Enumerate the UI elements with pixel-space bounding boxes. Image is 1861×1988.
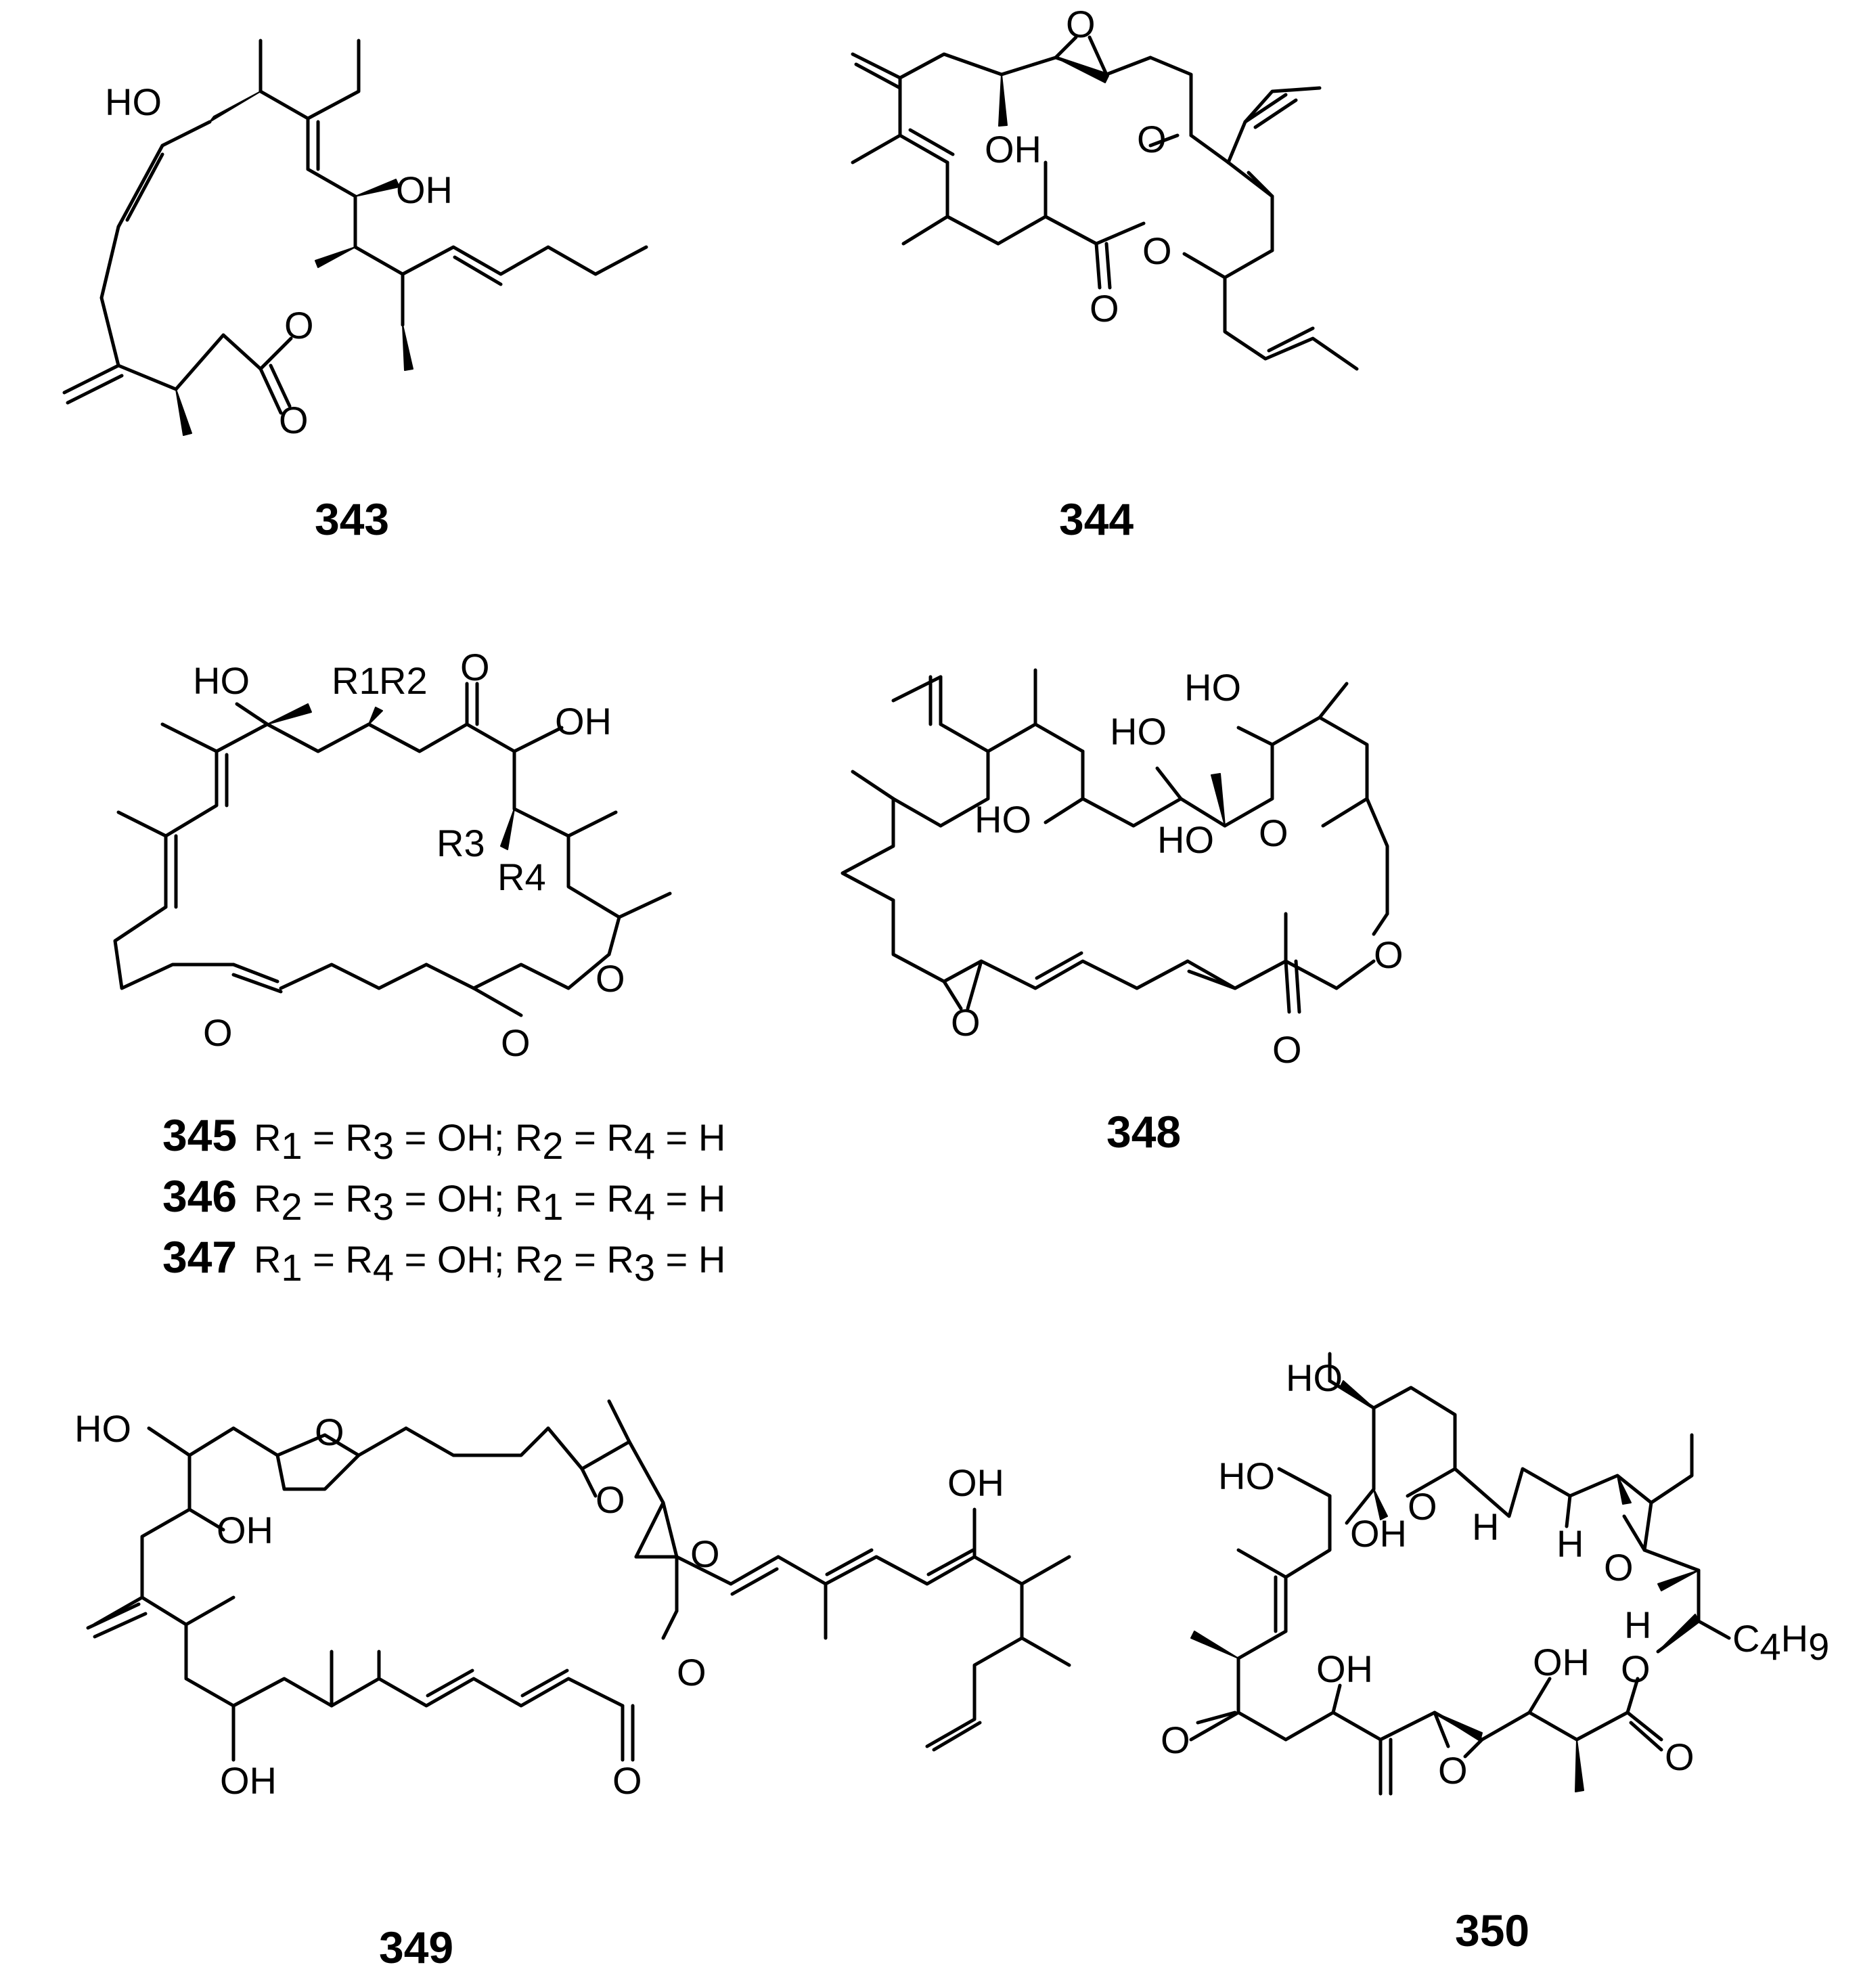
structure-348: HO HO HO HO O O O O 348 bbox=[840, 666, 1404, 1157]
carbonyl-oxygen-label: O bbox=[1665, 1736, 1695, 1778]
r2-label: R2 bbox=[379, 659, 428, 702]
structure-350: HO HO OH O H H O H C4H9 O O OH OH O O 35… bbox=[1161, 1352, 1829, 1956]
ester-oxygen-label: O bbox=[677, 1651, 707, 1694]
epoxide-oxygen-label: O bbox=[1438, 1749, 1468, 1792]
furan-oxygen-label: O bbox=[596, 1478, 625, 1521]
hydroxyl-label: HO bbox=[1157, 818, 1214, 861]
hydroxyl-label: OH bbox=[1533, 1641, 1590, 1683]
epoxide-oxygen-label: O bbox=[690, 1532, 720, 1575]
ester-oxygen-label: O bbox=[1142, 229, 1172, 272]
hydroxyl-label: OH bbox=[1350, 1512, 1407, 1555]
ester-oxygen-label: O bbox=[1621, 1648, 1651, 1690]
r4-label: R4 bbox=[497, 856, 546, 898]
pyran-oxygen-label: O bbox=[1408, 1485, 1437, 1528]
carbonyl-oxygen-label: O bbox=[1272, 1028, 1302, 1071]
compound-label: 343 bbox=[315, 494, 389, 544]
epoxide-oxygen-label: O bbox=[951, 1001, 981, 1044]
compound-label: 345 bbox=[162, 1110, 237, 1160]
structure-344: O OH O O O 344 bbox=[851, 3, 1359, 544]
structure-345-347: HO R1 R2 O OH R3 R4 O O O 345 R1 = R3 = … bbox=[113, 646, 725, 1289]
substituent-definition: R2 = R3 = OH; R1 = R4 = H bbox=[254, 1177, 725, 1228]
carbonyl-oxygen-label: O bbox=[279, 399, 309, 441]
compound-label: 344 bbox=[1059, 494, 1134, 544]
compound-label: 348 bbox=[1106, 1107, 1181, 1157]
compound-label: 347 bbox=[162, 1232, 237, 1282]
hydroxyl-label: OH bbox=[396, 169, 453, 211]
hydroxyl-label: HO bbox=[1218, 1455, 1275, 1497]
ester-oxygen-label: O bbox=[1374, 933, 1404, 976]
substituent-definition: R1 = R3 = OH; R2 = R4 = H bbox=[254, 1116, 725, 1167]
ketone-oxygen-label: O bbox=[1161, 1719, 1190, 1761]
ketone-oxygen-label: O bbox=[460, 646, 490, 688]
hydroxyl-label: OH bbox=[985, 128, 1041, 171]
hydroxyl-label: HO bbox=[1286, 1356, 1343, 1399]
hydroxyl-label: OH bbox=[555, 700, 612, 743]
hydroxyl-label: OH bbox=[1316, 1648, 1373, 1690]
epoxide-oxygen-label: O bbox=[1066, 3, 1096, 45]
furan-oxygen-label: O bbox=[1604, 1546, 1634, 1589]
epoxide-oxygen-label: O bbox=[1137, 118, 1167, 160]
hydrogen-label: H bbox=[1472, 1505, 1499, 1548]
compound-label: 350 bbox=[1455, 1905, 1529, 1956]
r3-label: R3 bbox=[436, 822, 485, 864]
hydroxyl-label: HO bbox=[105, 81, 162, 123]
hydroxyl-label: HO bbox=[193, 659, 250, 702]
compound-label: 346 bbox=[162, 1171, 237, 1221]
substituent-legend: 345 R1 = R3 = OH; R2 = R4 = H 346 R2 = R… bbox=[162, 1110, 725, 1289]
hydroxyl-label: HO bbox=[1184, 666, 1241, 709]
hydroxyl-label: OH bbox=[217, 1509, 273, 1551]
butyl-label: C4H9 bbox=[1732, 1617, 1829, 1668]
structure-343: HO OH O O 343 bbox=[62, 39, 648, 544]
furan-oxygen-label: O bbox=[315, 1411, 344, 1453]
hydroxyl-label: HO bbox=[1110, 710, 1167, 753]
hydroxyl-label: HO bbox=[974, 798, 1031, 841]
compound-label: 349 bbox=[379, 1922, 453, 1972]
hydroxyl-label: HO bbox=[74, 1407, 131, 1450]
structure-349: HO OH OH O O O O O OH 349 bbox=[74, 1399, 1071, 1972]
ester-oxygen-label: O bbox=[596, 957, 625, 1000]
hydroxyl-label: OH bbox=[947, 1461, 1004, 1504]
pyran-oxygen-label: O bbox=[1259, 812, 1288, 854]
hydrogen-label: H bbox=[1556, 1522, 1584, 1565]
hydrogen-label: H bbox=[1624, 1604, 1651, 1646]
ester-oxygen-label: O bbox=[284, 304, 314, 347]
hydroxyl-label: OH bbox=[220, 1759, 277, 1802]
carbonyl-oxygen-label: O bbox=[501, 1021, 531, 1064]
r1-label: R1 bbox=[332, 659, 380, 702]
carbonyl-oxygen-label: O bbox=[1090, 287, 1119, 330]
epoxide-oxygen-label: O bbox=[203, 1011, 233, 1054]
substituent-definition: R1 = R4 = OH; R2 = R3 = H bbox=[254, 1238, 725, 1289]
carbonyl-oxygen-label: O bbox=[612, 1759, 642, 1802]
